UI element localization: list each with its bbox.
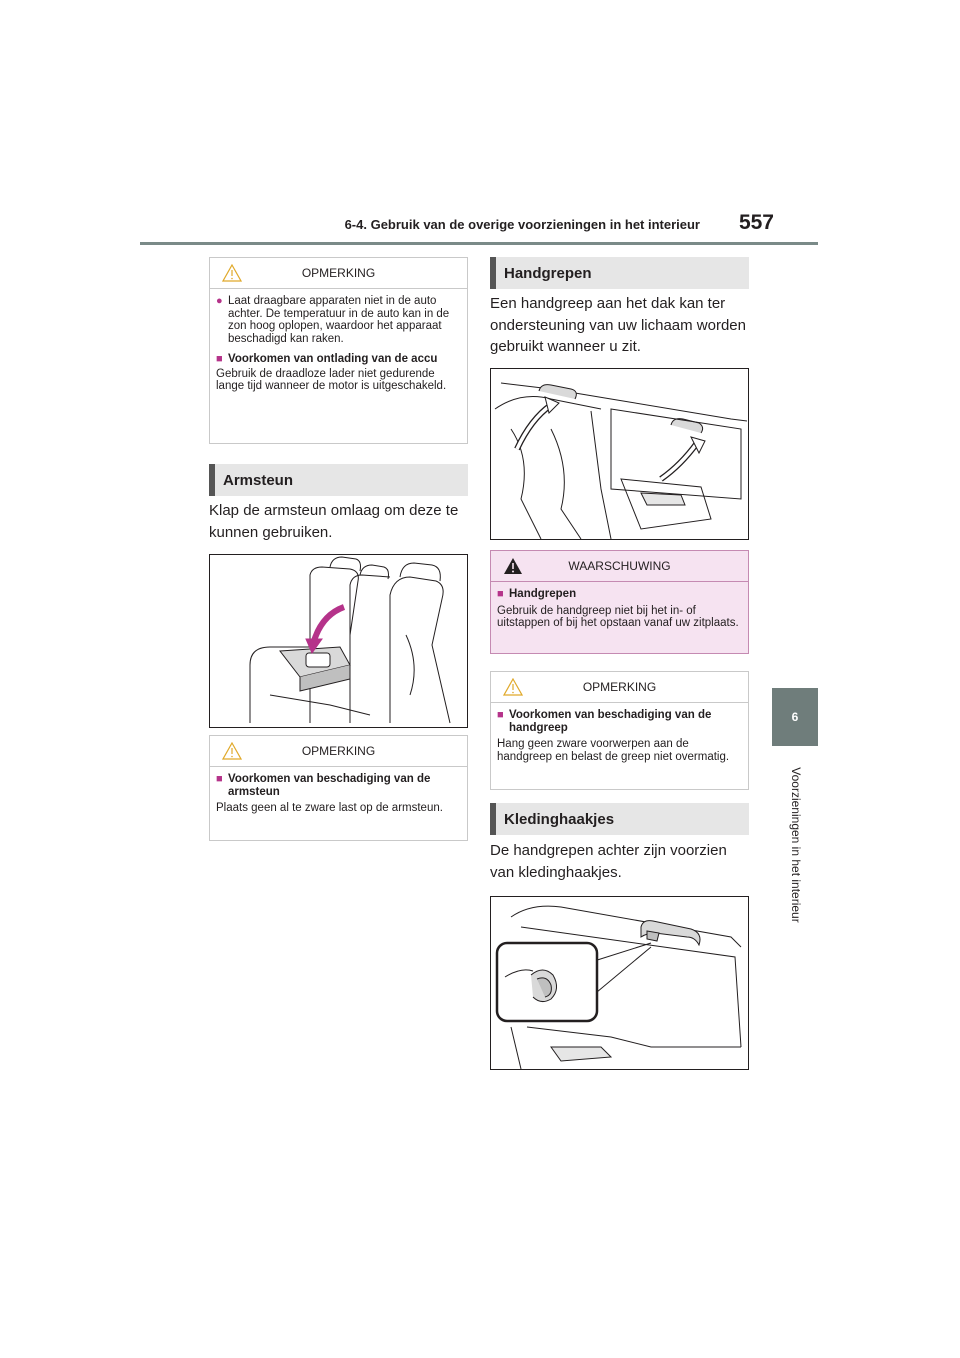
coat-hook-illustration (490, 896, 749, 1070)
page-number: 557 (738, 211, 774, 234)
notice-box-armrest: OPMERKING ■ Voorkomen van beschadiging v… (209, 735, 468, 841)
warning-subheading: Handgrepen (509, 588, 577, 600)
warning-box-handgrepen: WAARSCHUWING ■ Handgrepen Gebruik de han… (490, 550, 749, 654)
notice-subheading: Voorkomen van ontlading van de accu (228, 353, 438, 365)
chapter-number: 6 (791, 710, 799, 724)
notice-box-charger: OPMERKING ● Laat draagbare apparaten nie… (209, 257, 468, 444)
list-item: ■ Handgrepen (497, 588, 742, 601)
notice-title: OPMERKING (582, 680, 657, 694)
caution-icon (222, 742, 242, 760)
notice-subheading: Voorkomen van beschadiging van de handgr… (509, 709, 712, 734)
notice-text: Gebruik de draadloze lader niet gedurend… (216, 367, 447, 393)
caution-icon (503, 678, 523, 696)
section-heading-kledinghaakjes: Kledinghaakjes (490, 803, 749, 835)
bullet-circle-icon: ● (216, 295, 223, 307)
notice-header: OPMERKING (491, 672, 748, 703)
kledinghaakjes-text: De handgrepen achter zijn voorzien van k… (490, 842, 727, 881)
list-item: ■ Voorkomen van beschadiging van de hand… (497, 709, 742, 734)
list-item: ● Laat draagbare apparaten niet in de au… (216, 295, 461, 345)
bullet-square-icon: ■ (497, 709, 504, 721)
warning-header: WAARSCHUWING (491, 551, 748, 582)
notice-title: OPMERKING (301, 744, 376, 758)
notice-text: Plaats geen al te zware last op de armst… (216, 802, 443, 814)
notice-text: Hang geen zware voorwerpen aan de handgr… (497, 738, 730, 763)
handgrepen-text: Een handgreep aan het dak kan ter onders… (490, 295, 746, 355)
notice-box-handgreep: OPMERKING ■ Voorkomen van beschadiging v… (490, 671, 749, 790)
warning-icon (504, 558, 522, 574)
chapter-tab[interactable]: 6 (772, 688, 818, 746)
bullet-square-icon: ■ (497, 588, 504, 600)
list-item: ■ Voorkomen van ontlading van de accu (216, 353, 461, 366)
notice-text: Laat draagbare apparaten niet in de auto… (228, 295, 450, 345)
notice-subheading: Voorkomen van beschadiging van de armste… (228, 773, 431, 798)
list-item: ■ Voorkomen van beschadiging van de arms… (216, 773, 461, 798)
section-heading-handgrepen: Handgrepen (490, 257, 749, 289)
bullet-square-icon: ■ (216, 773, 223, 785)
section-title: 6-4. Gebruik van de overige voorzieninge… (344, 217, 700, 232)
notice-title: OPMERKING (301, 266, 376, 280)
header-divider (140, 242, 818, 245)
caution-icon (222, 264, 242, 282)
warning-title: WAARSCHUWING (568, 559, 671, 573)
notice-header: OPMERKING (210, 736, 467, 767)
chapter-label: Voorzieningen in het interieur (789, 767, 803, 923)
bullet-square-icon: ■ (216, 353, 223, 365)
chapter-side-label: Voorzieningen in het interieur (788, 756, 804, 936)
warning-text: Gebruik de handgreep niet bij het in- of… (497, 604, 739, 630)
grab-handle-illustration (490, 368, 749, 540)
notice-header: OPMERKING (210, 258, 467, 289)
armsteun-text: Klap de armsteun omlaag om deze te kunne… (209, 502, 459, 541)
armrest-illustration (209, 554, 468, 728)
section-heading-armsteun: Armsteun (209, 464, 468, 496)
